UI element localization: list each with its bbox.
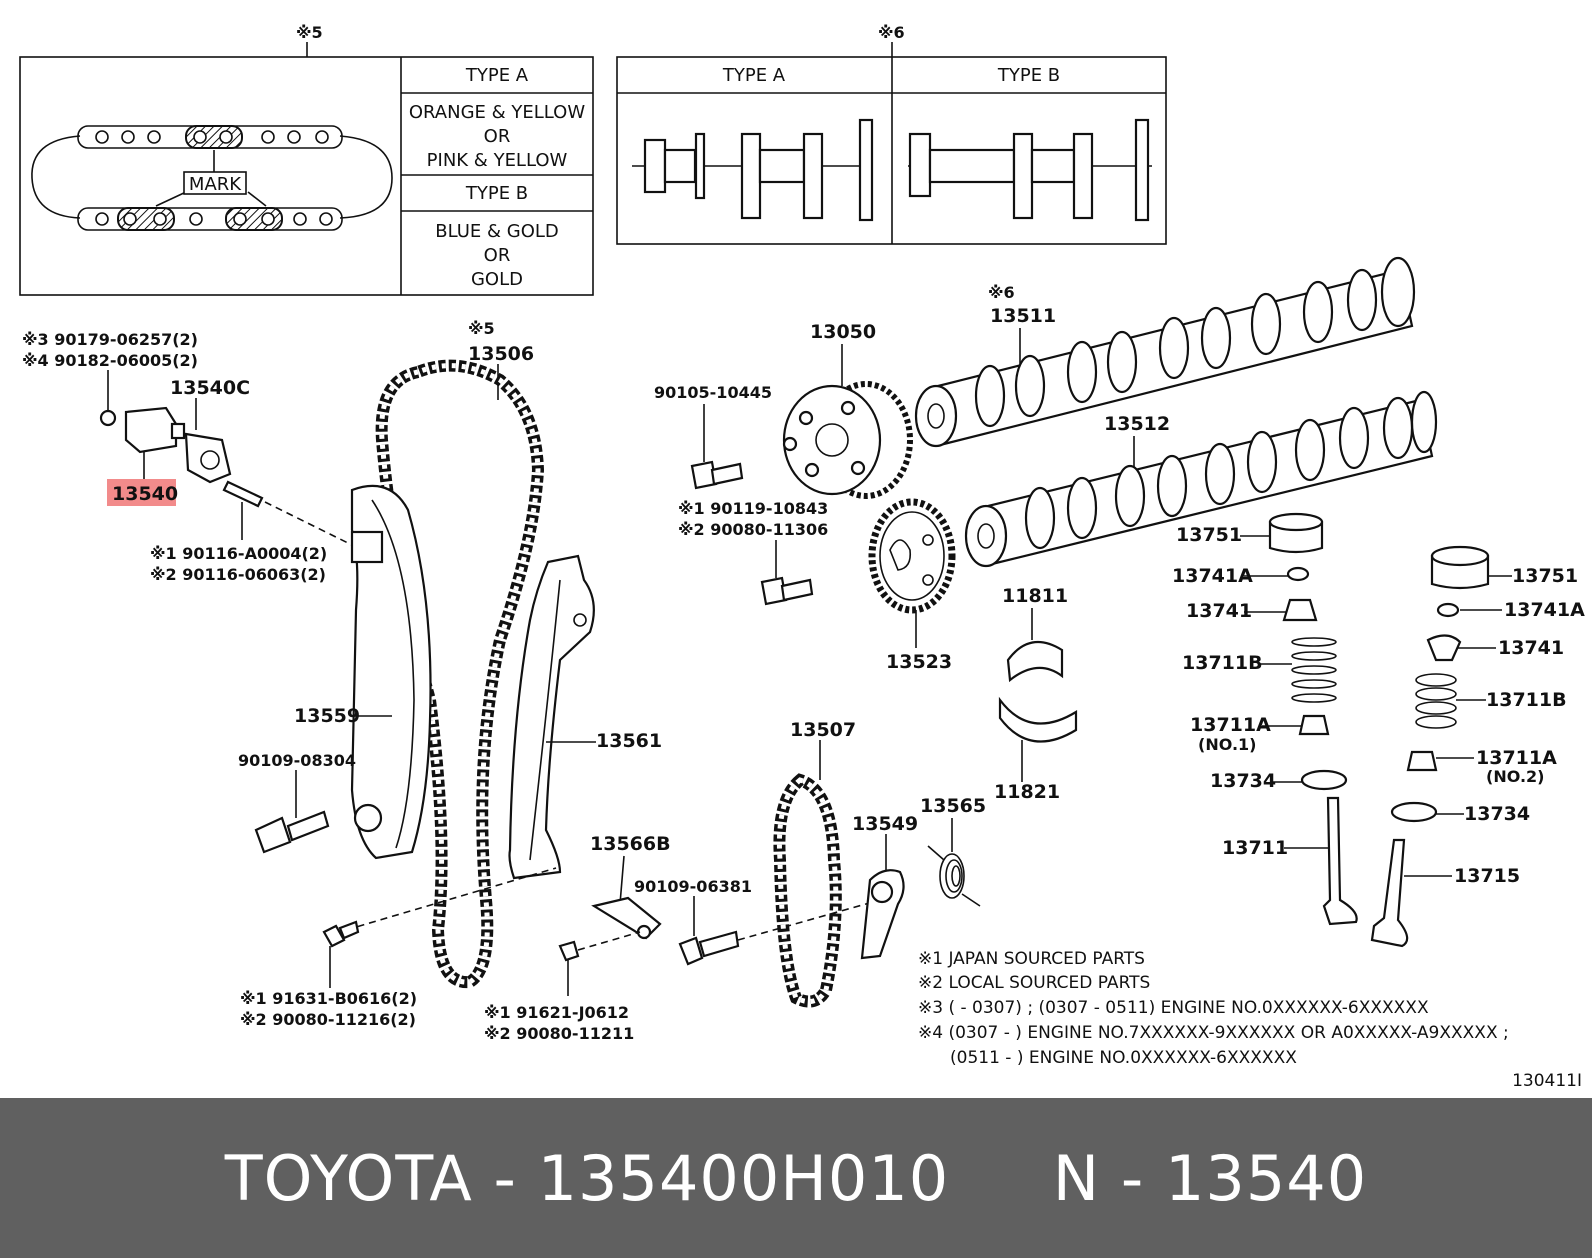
callout-13734-left: 13734 [1210,770,1276,792]
box5-type-b: TYPE B [465,183,528,204]
box5-type-a-line2: OR [484,126,511,147]
callout-13512: 13512 [1104,413,1170,435]
callout-13549: 13549 [852,813,918,835]
chain-tensioner-arm-13561: 13561 ※1 91631-B0616(2) ※2 90080-11216(2… [240,554,662,1029]
callout-90105-10445: 90105-10445 [654,383,772,402]
callout-13711a-left: 13711A [1190,714,1271,736]
vvt-gear-13050: 13050 90105-10445 ※1 90119-10843 ※2 9008… [654,321,913,606]
highlight-box [107,479,176,506]
box5-type-a-line3: PINK & YELLOW [427,150,568,171]
camshaft-sprocket-13523: 13523 [868,498,956,673]
callout-13511: 13511 [990,305,1056,327]
note-local-sourced: ※2 LOCAL SOURCED PARTS [918,973,1150,993]
note-japan-sourced: ※1 JAPAN SOURCED PARTS [918,949,1145,969]
oil-pump-chain-13507: 13507 [773,719,856,1008]
note-engine-range-5: (0511 - ) ENGINE NO.0XXXXXX-6XXXXXX [950,1048,1297,1068]
valve-train-left: 13751 13741A 13741 13711B 13711A (NO.1) … [1172,512,1358,926]
note-engine-range-3: ※3 ( - 0307) ; (0307 - 0511) ENGINE NO.0… [918,998,1429,1018]
box5-type-a-line1: ORANGE & YELLOW [409,102,585,123]
oil-pump-tensioner-13549: 13549 13565 [852,795,986,960]
callout-13050: 13050 [810,321,876,343]
callout-13540c: 13540C [170,377,250,399]
box6-type-b: TYPE B [997,65,1060,86]
callout-90080-11306: ※2 90080-11306 [678,520,828,539]
box6-type-a: TYPE A [722,65,786,86]
reference-number: N - 13540 [1052,1141,1368,1215]
box5-type-b-line3: GOLD [471,269,523,290]
callout-13540-highlighted[interactable]: 13540 [112,483,178,505]
callout-13715-valve: 13715 [1454,865,1520,887]
callout-13523: 13523 [886,651,952,673]
callout-13711-valve: 13711 [1222,837,1288,859]
diagram-code: 130411I [1512,1071,1582,1091]
callout-13734-right: 13734 [1464,803,1530,825]
callout-90080-11216: ※2 90080-11216(2) [240,1010,416,1029]
callout-13711b-right: 13711B [1486,689,1567,711]
callout-90116-06063: ※2 90116-06063(2) [150,565,326,584]
callout-11811: 11811 [1002,585,1068,607]
callout-90119-10843: ※1 90119-10843 [678,499,828,518]
callout-13507: 13507 [790,719,856,741]
tensioner-group: ※3 90179-06257(2) ※4 90182-06005(2) 1354… [22,330,353,584]
chain-damper-13566b: 13566B ※1 91621-J0612 ※2 90080-11211 901… [484,833,881,1043]
callout-91631-b0616: ※1 91631-B0616(2) [240,989,417,1008]
callout-90109-08304: 90109-08304 [238,751,356,770]
valve-train-right: 13751 13741A 13741 13711B 13711A (NO.2) … [1370,545,1585,948]
callout-13711a-right: 13711A [1476,747,1557,769]
callout-90182-06005: ※4 90182-06005(2) [22,351,198,370]
callout-90116-a0004: ※1 90116-A0004(2) [150,544,327,563]
callout-13506: 13506 [468,343,534,365]
callout-13711a-no1: (NO.1) [1198,735,1256,754]
spring-13565 [927,845,981,907]
callout-13711b-left: 13711B [1182,652,1263,674]
box5-type-b-line2: OR [484,245,511,266]
callout-13751-left: 13751 [1176,524,1242,546]
callout-13711a-no2: (NO.2) [1486,767,1544,786]
legend-notes: ※1 JAPAN SOURCED PARTS ※2 LOCAL SOURCED … [918,949,1582,1091]
box5-type-a: TYPE A [465,65,529,86]
bearings: 11811 11821 [994,585,1078,803]
chain-guide-13559: 13559 90109-08304 [238,484,432,860]
camshaft-type-a-illustration [632,118,874,222]
callout-13565: 13565 [920,795,986,817]
callout-90080-11211: ※2 90080-11211 [484,1024,634,1043]
callout-90179-06257: ※3 90179-06257(2) [22,330,198,349]
mark-label: MARK [189,174,242,195]
box6-ref: ※6 [878,23,905,42]
timing-chain-13506: ※5 13506 [375,319,545,989]
callout-13741-left: 13741 [1186,600,1252,622]
callout-13741a-left: 13741A [1172,565,1253,587]
box5-type-b-line1: BLUE & GOLD [435,221,559,242]
callout-13566b: 13566B [590,833,671,855]
camshaft-type-b-illustration [908,118,1152,222]
brand-part-number: TOYOTA - 135400H010 [224,1141,950,1215]
callout-91621-j0612: ※1 91621-J0612 [484,1003,629,1022]
chain-mark-illustration: MARK [31,125,393,231]
callout-13506-ref: ※5 [468,319,495,338]
chain-mark-box: ※5 TYPE A ORANGE & YELLOW OR PINK & YELL… [19,23,594,296]
callout-90109-06381: 90109-06381 [634,877,752,896]
callout-13741-right: 13741 [1498,637,1564,659]
callout-13741a-right: 13741A [1504,599,1585,621]
note-engine-range-4: ※4 (0307 - ) ENGINE NO.7XXXXXX-9XXXXXX O… [918,1023,1509,1043]
callout-13561: 13561 [596,730,662,752]
camshaft-13512: 13512 [964,390,1438,568]
callout-13751-right: 13751 [1512,565,1578,587]
box5-ref: ※5 [296,23,323,42]
part-number-bar: TOYOTA - 135400H010 N - 13540 [0,1098,1592,1258]
parts-diagram: ※5 TYPE A ORANGE & YELLOW OR PINK & YELL… [19,23,1585,1091]
camshaft-13511: ※6 13511 [914,256,1416,448]
callout-13511-ref: ※6 [988,283,1015,302]
callout-11821: 11821 [994,781,1060,803]
callout-13559: 13559 [294,705,360,727]
camshaft-type-box: ※6 TYPE A TYPE B [616,23,1167,245]
